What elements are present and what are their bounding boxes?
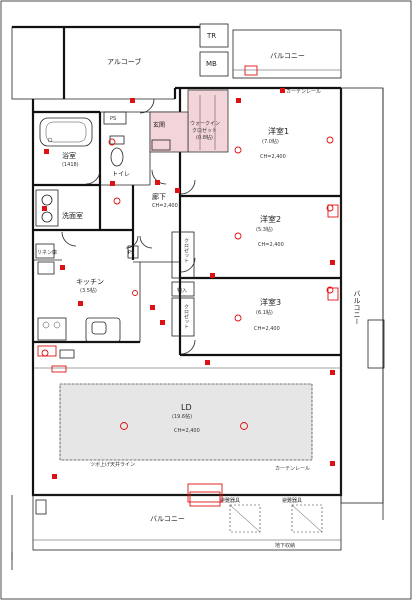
sink bbox=[91, 321, 107, 335]
toilet-room: トイレ bbox=[109, 135, 130, 178]
balcony-bottom-label: バルコニー bbox=[150, 515, 185, 523]
walk-in-closet bbox=[187, 89, 229, 153]
wic-size: (0.8帖) bbox=[196, 134, 213, 141]
stove bbox=[37, 317, 67, 341]
kitchen: キッチン (3.5帖) bbox=[37, 261, 121, 359]
hinan-a-box bbox=[229, 504, 261, 533]
yoshitsu2-size: (5.3帖) bbox=[256, 226, 273, 233]
balcony-right bbox=[340, 87, 384, 504]
yoke-line-label: ツボ上げ天井ライン bbox=[90, 461, 135, 468]
toilet-label: トイレ bbox=[112, 171, 130, 178]
kitchen-counter bbox=[85, 317, 121, 343]
hinan-b-box bbox=[291, 504, 323, 533]
tr-label: TR bbox=[206, 32, 216, 40]
closet-a-label: クロゼット bbox=[183, 238, 189, 263]
alcove-label: アルコーブ bbox=[107, 57, 141, 66]
tr-box bbox=[199, 23, 229, 48]
top-area: アルコーブ TR MB バルコニー カーテンレール bbox=[11, 23, 342, 100]
ps-label: PS bbox=[110, 116, 116, 122]
yoshitsu1-label: 洋室1 bbox=[268, 126, 289, 136]
nyuko-label: 物入 bbox=[177, 287, 187, 294]
mb-label: MB bbox=[206, 60, 217, 68]
ps2-label: PS bbox=[128, 250, 134, 256]
svg-text:CH=2,400: CH=2,400 bbox=[254, 326, 280, 332]
bath-label: 浴室 bbox=[62, 151, 76, 160]
senmen-label: 洗面室 bbox=[62, 211, 83, 220]
outdoor-unit-bottom bbox=[187, 483, 223, 503]
floor-note: 地下収納 bbox=[275, 542, 295, 549]
washbasin bbox=[41, 194, 53, 206]
svg-text:CH=2,400: CH=2,400 bbox=[260, 154, 286, 160]
curtain-line-top: カーテンレール bbox=[286, 89, 321, 95]
ld-ceiling-area bbox=[59, 383, 313, 461]
bath-size: (1418) bbox=[62, 162, 79, 168]
yoshitsu-2: 洋室2 (5.3帖) CH=2,400 bbox=[234, 204, 339, 248]
genkan-label: 玄関 bbox=[153, 121, 165, 129]
living-dining: LD (19.6帖) CH=2,400 ツボ上げ天井ライン カーテンレール bbox=[59, 383, 313, 472]
linen-label: リネン庫 bbox=[37, 249, 57, 256]
kitchen-label: キッチン bbox=[76, 278, 104, 286]
closet-b-box bbox=[171, 297, 195, 337]
doors bbox=[61, 98, 196, 355]
svg-text:CH=2,400: CH=2,400 bbox=[174, 428, 200, 434]
closet-b-label: クロゼット bbox=[183, 304, 189, 329]
svg-text:クロゼット: クロゼット bbox=[192, 127, 217, 134]
ps-box bbox=[103, 111, 127, 125]
bottom-balcony: バルコニー 避難器具 避難器具 地下収納 bbox=[11, 483, 342, 570]
hinan-a-label: 避難器具 bbox=[220, 497, 240, 504]
bathtub bbox=[39, 117, 93, 147]
outdoor-unit-top bbox=[244, 65, 258, 76]
wic-label: ウォークイン bbox=[190, 120, 220, 127]
genkan-area bbox=[149, 111, 189, 153]
svg-text:CH=2,400: CH=2,400 bbox=[152, 203, 178, 209]
yoshitsu3-label: 洋室3 bbox=[260, 297, 281, 307]
yoshitsu2-label: 洋室2 bbox=[260, 214, 281, 224]
hinan-b-label: 避難器具 bbox=[282, 497, 302, 504]
washroom: 洗面室 リネン庫 bbox=[35, 189, 83, 259]
walls: バルコニー bbox=[31, 86, 385, 520]
svg-text:CH=2,400: CH=2,400 bbox=[258, 242, 284, 248]
bath-room: 浴室 (1418) bbox=[39, 117, 93, 168]
toilet-bowl bbox=[110, 147, 124, 167]
kitchen-size: (3.5帖) bbox=[80, 287, 97, 294]
balcony-right-label: バルコニー bbox=[353, 290, 361, 325]
curtain-line-bottom: カーテンレール bbox=[275, 466, 310, 472]
mb-box bbox=[199, 51, 229, 77]
balcony-top-label: バルコニー bbox=[270, 52, 305, 60]
yoshitsu-1: 洋室1 (7.0帖) CH=2,400 bbox=[234, 126, 334, 160]
closet-a-box bbox=[171, 231, 195, 279]
ld-size: (19.6帖) bbox=[172, 413, 192, 420]
ld-label: LD bbox=[181, 403, 192, 412]
yoshitsu-3: 洋室3 (6.1帖) CH=2,400 bbox=[234, 286, 339, 332]
yoshitsu1-size: (7.0帖) bbox=[262, 138, 279, 145]
rouka-label: 廊下 bbox=[152, 192, 166, 201]
yoshitsu3-size: (6.1帖) bbox=[256, 309, 273, 316]
electrical-symbols bbox=[41, 88, 335, 507]
